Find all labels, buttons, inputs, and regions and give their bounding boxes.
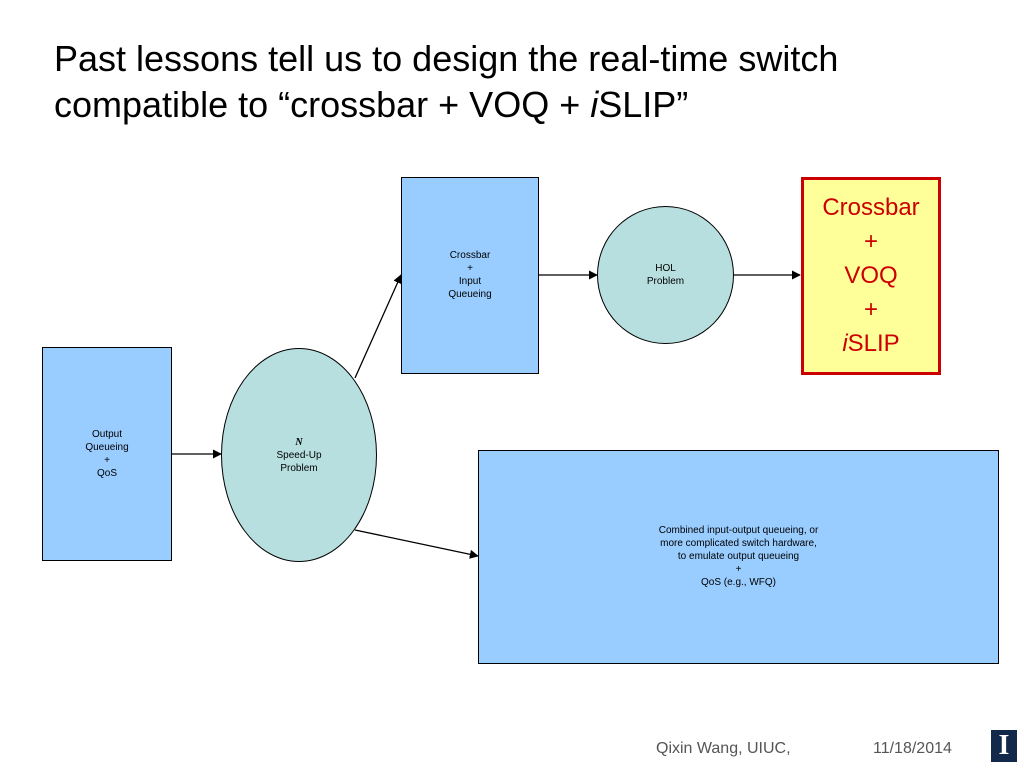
footer-author: Qixin Wang, UIUC,: [656, 740, 791, 757]
speedup-problem-ellipse: N Speed-Up Problem: [221, 348, 377, 562]
university-logo-icon: I: [991, 730, 1017, 762]
title-line-1: Past lessons tell us to design the real-…: [54, 38, 839, 79]
arrow-speedup-to-combined: [354, 529, 479, 559]
hol-problem-ellipse: HOL Problem: [597, 206, 734, 344]
arrow-speedup-to-crossbar: [354, 274, 402, 379]
slide-title: Past lessons tell us to design the real-…: [54, 36, 994, 128]
crossbar-voq-islip-highlight: Crossbar + VOQ + iSLIP: [801, 177, 941, 375]
title-line-2: compatible to “crossbar + VOQ + iSLIP”: [54, 84, 689, 125]
crossbar-input-queueing-box: Crossbar + Input Queueing: [401, 177, 539, 374]
footer-date: 11/18/2014: [873, 740, 952, 757]
speedup-n-label: N: [295, 436, 303, 448]
combined-queueing-box: Combined input-output queueing, or more …: [478, 450, 999, 664]
output-queueing-box: Output Queueing + QoS: [42, 347, 172, 561]
